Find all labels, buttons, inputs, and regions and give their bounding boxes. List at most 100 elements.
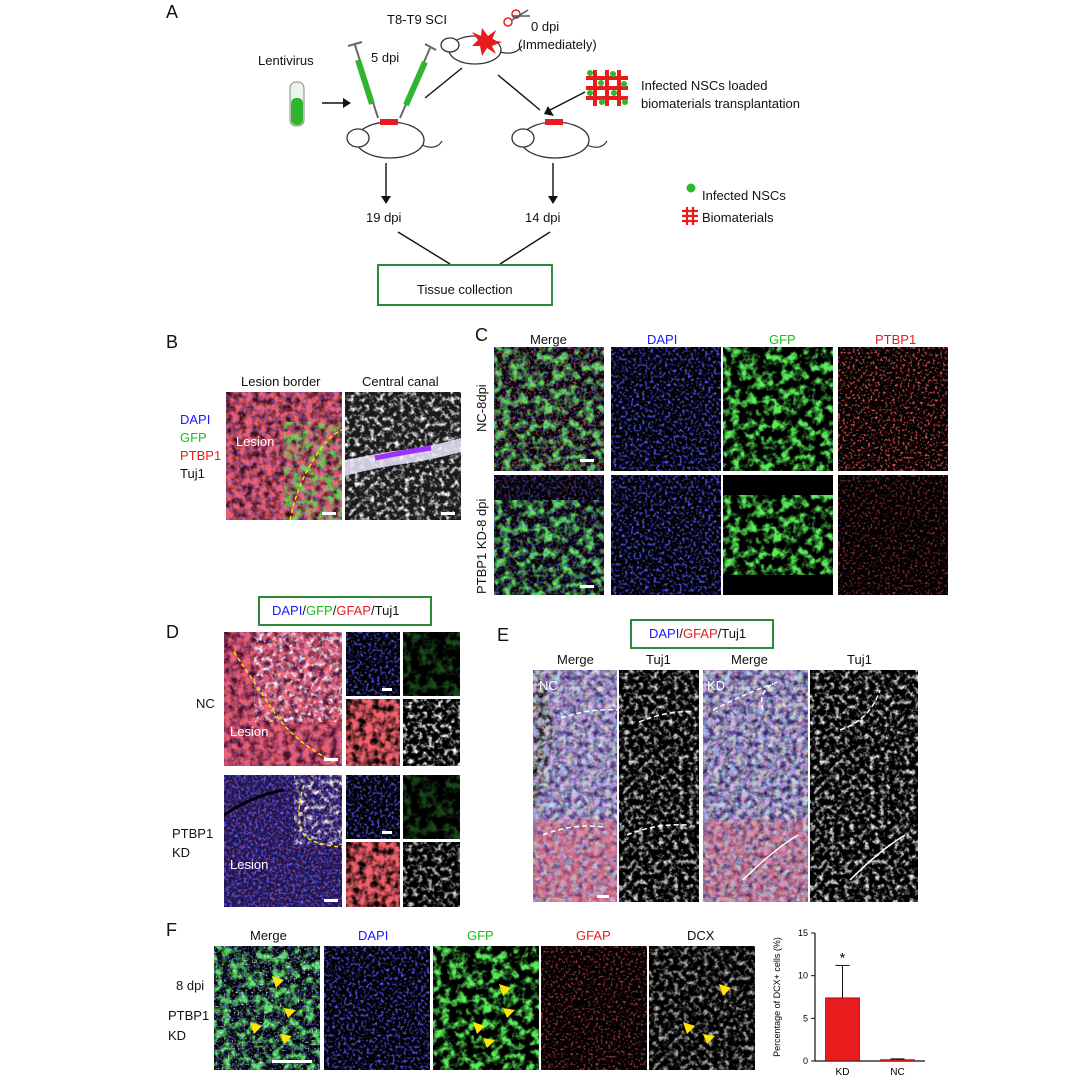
d-nc-tuj1 — [403, 699, 460, 766]
b-col-central-canal: Central canal — [362, 374, 439, 389]
d-row-nc: NC — [196, 696, 215, 711]
c-kd-merge — [494, 475, 604, 595]
scale-bar — [382, 688, 392, 691]
flow-line — [424, 67, 463, 99]
biomaterial-scaffold-icon — [586, 70, 628, 106]
scissors-icon — [503, 9, 530, 27]
d-kd-gfap — [346, 842, 400, 907]
f-row-8dpi: 8 dpi — [176, 978, 205, 993]
f-col-merge: Merge — [250, 928, 287, 943]
transplant-label-1: Infected NSCs loaded — [641, 78, 768, 93]
arrow-head — [381, 196, 391, 204]
f-row-kd: KD — [168, 1028, 187, 1043]
c-col-dapi: DAPI — [647, 332, 678, 347]
biomaterial-legend-icon — [682, 207, 698, 225]
panel-letter-c: C — [475, 325, 488, 345]
d-row-kd: KD — [172, 845, 191, 860]
y-axis-label: Percentage of DCX+ cells (%) — [772, 937, 782, 1057]
e-col-merge-2: Merge — [731, 652, 768, 667]
c-nc-ptbp1 — [838, 347, 948, 471]
d-stain-legend: DAPI/GFP/GFAP/Tuj1 — [272, 603, 399, 618]
e-col-tuj1-2: Tuj1 — [847, 652, 872, 667]
c-kd-gfp — [723, 475, 833, 595]
c-kd-ptbp1 — [838, 475, 948, 595]
c-nc-merge — [494, 347, 604, 471]
bar-nc — [880, 1059, 915, 1062]
f-gfap — [541, 946, 647, 1070]
d-nc-lesion-label: Lesion — [230, 724, 269, 739]
e-stain-legend: DAPI/GFAP/Tuj1 — [649, 626, 746, 641]
d-legend-gfp: GFP — [305, 603, 333, 618]
f-col-dapi: DAPI — [358, 928, 389, 943]
nsc-legend-icon — [686, 183, 696, 193]
d-nc-gfp — [403, 632, 460, 696]
d-legend-gfap: GFAP — [336, 603, 372, 618]
c-col-merge: Merge — [530, 332, 567, 347]
legend-nsc-label: Infected NSCs — [702, 188, 786, 203]
tissue-collection-label: Tissue collection — [417, 282, 513, 297]
b-stain-ptbp1: PTBP1 — [180, 448, 222, 463]
e-legend-gfap: GFAP — [682, 626, 718, 641]
sci-label: T8-T9 SCI — [387, 12, 447, 27]
panel-letter-e: E — [497, 625, 510, 645]
significance-star: * — [840, 949, 846, 965]
right-mouse-icon — [511, 119, 608, 159]
b-lesion-border-image: Lesion — [226, 392, 342, 520]
arrow-transplant — [549, 91, 586, 111]
legend-bio-label: Biomaterials — [702, 210, 774, 225]
scale-bar — [580, 459, 594, 462]
y-tick-label: 5 — [803, 1013, 808, 1023]
c-kd-dapi — [611, 475, 721, 595]
y-tick-label: 0 — [803, 1056, 808, 1066]
f-merge — [214, 946, 320, 1070]
scale-bar — [580, 585, 594, 588]
e-legend-dapi: DAPI — [649, 626, 680, 641]
left-mouse-icon — [346, 119, 443, 159]
f-col-gfp: GFP — [467, 928, 494, 943]
y-tick-label: 10 — [798, 971, 808, 981]
scale-bar — [324, 758, 338, 761]
e-nc-tuj1 — [619, 670, 699, 902]
scale-bar — [597, 895, 609, 898]
scale-bar — [272, 1060, 312, 1063]
arrow-head — [544, 106, 554, 116]
d-legend-sep: / — [332, 603, 337, 618]
d-stain-legend-box: DAPI/GFP/GFAP/Tuj1 — [258, 596, 432, 626]
b-stain-dapi: DAPI — [180, 412, 211, 427]
b-central-canal-image — [345, 392, 461, 520]
b-stain-gfp: GFP — [180, 430, 207, 445]
d-kd-tuj1 — [403, 842, 460, 907]
b-lesion-label: Lesion — [236, 434, 275, 449]
c-nc-gfp — [723, 347, 833, 471]
bar-kd — [825, 997, 860, 1062]
c-nc-dapi — [611, 347, 721, 471]
e-kd-label: KD — [707, 678, 726, 693]
x-tick-label: KD — [836, 1067, 850, 1078]
d-legend-sep: / — [302, 603, 306, 618]
b-col-lesion-border: Lesion border — [241, 374, 321, 389]
d-legend-sep: / — [371, 603, 375, 618]
e-nc-merge: NC — [533, 670, 617, 902]
panel-letter-d: D — [166, 622, 179, 642]
tissue-collection-box: Tissue collection — [377, 264, 553, 306]
panel-letter-f: F — [166, 920, 177, 940]
flow-line — [397, 231, 451, 265]
dpi5-label: 5 dpi — [371, 50, 400, 65]
y-tick-label: 15 — [798, 928, 808, 938]
f-gfp — [433, 946, 539, 1070]
panel-letter-a: A — [166, 2, 179, 22]
flow-line — [499, 231, 551, 265]
c-row-nc: NC-8dpi — [474, 384, 489, 432]
f-dapi — [324, 946, 430, 1070]
e-legend-tuj1: /Tuj1 — [717, 626, 747, 641]
syringe-icon — [399, 43, 437, 119]
scale-bar — [322, 512, 336, 515]
scale-bar — [382, 831, 392, 834]
d-row-ptbp1: PTBP1 — [172, 826, 214, 841]
c-row-kd: PTBP1 KD-8 dpi — [474, 498, 489, 594]
f-col-dcx: DCX — [687, 928, 715, 943]
flow-line — [497, 74, 541, 111]
c-col-ptbp1: PTBP1 — [875, 332, 917, 347]
lentivirus-label: Lentivirus — [258, 53, 314, 68]
